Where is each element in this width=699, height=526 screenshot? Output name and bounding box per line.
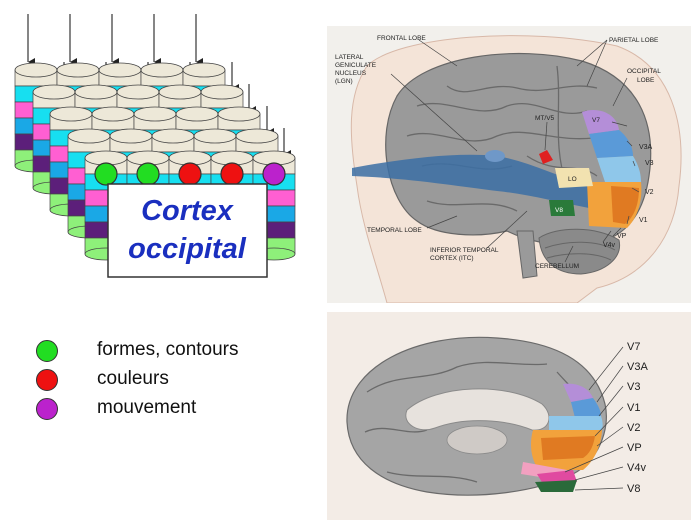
column-top — [116, 84, 160, 100]
area-lo — [555, 168, 593, 188]
label-vp-lateral: VP — [617, 233, 627, 240]
area-v7-medial — [563, 383, 593, 402]
label-lgn-line3: NUCLEUS — [335, 70, 367, 77]
area-v3-medial — [549, 416, 603, 432]
column-top — [200, 84, 244, 100]
column-top — [98, 62, 142, 78]
brain-stem — [516, 230, 538, 279]
column-top — [175, 106, 219, 122]
label-occipital-line2: LOBE — [637, 77, 655, 84]
optic-radiation — [352, 154, 589, 208]
label-itc-line2: CORTEX (ITC) — [430, 255, 474, 262]
label-box — [107, 183, 268, 278]
label-temporal-lobe: TEMPORAL LOBE — [367, 227, 422, 234]
column-top — [74, 84, 118, 100]
corpus-callosum — [405, 388, 550, 431]
column-top — [109, 128, 153, 144]
label-vp-medial: VP — [627, 442, 642, 454]
label-lgn-line2: GENICULATE — [335, 62, 377, 69]
column-top — [182, 62, 226, 78]
legend-label-motion: mouvement — [97, 397, 197, 418]
label-lo: LO — [568, 176, 577, 183]
label-cerebellum: CEREBELLUM — [535, 263, 579, 270]
area-v8-medial — [535, 480, 577, 492]
label-v7-medial: V7 — [627, 341, 640, 353]
area-v7 — [582, 110, 619, 134]
medial-brain-illustration: V7 V3A V3 V1 V2 VP V4v V8 — [327, 312, 691, 520]
label-occipital-line1: OCCIPITAL — [627, 68, 661, 75]
label-v4v-medial: V4v — [627, 462, 646, 474]
column-top — [140, 62, 184, 78]
column-top — [91, 106, 135, 122]
lgn-nucleus — [485, 150, 505, 162]
label-parietal-lobe: PARIETAL LOBE — [609, 37, 659, 44]
column-top — [217, 106, 261, 122]
red-dot-icon — [36, 369, 58, 391]
feature-dot — [220, 162, 244, 186]
lateral-brain-illustration: FRONTAL LOBE LATERAL GENICULATE NUCLEUS … — [327, 26, 691, 303]
column-top — [151, 128, 195, 144]
lateral-brain-panel: FRONTAL LOBE LATERAL GENICULATE NUCLEUS … — [327, 26, 691, 303]
column-top — [235, 128, 279, 144]
feature-dot — [94, 162, 118, 186]
label-v3a-lateral: V3A — [639, 144, 653, 151]
label-v2-lateral: V2 — [645, 189, 654, 196]
legend-label-forms: formes, contours — [97, 339, 239, 360]
area-v3a — [589, 130, 633, 158]
column-top — [32, 84, 76, 100]
column-top — [193, 128, 237, 144]
cortical-columns-diagram: Cortex occipital — [14, 14, 296, 278]
label-itc-line1: INFERIOR TEMPORAL — [430, 247, 499, 254]
label-v1-lateral: V1 — [639, 217, 648, 224]
area-v1 — [611, 186, 639, 224]
label-v3-lateral: V3 — [645, 160, 654, 167]
cerebellum-shape — [538, 228, 621, 275]
area-v1-medial — [541, 436, 595, 460]
label-frontal-lobe: FRONTAL LOBE — [377, 35, 426, 42]
column-top — [67, 128, 111, 144]
area-mt — [539, 150, 553, 164]
label-v2-medial: V2 — [627, 422, 640, 434]
legend-label-colors: couleurs — [97, 368, 169, 389]
area-v8 — [549, 200, 575, 216]
thalamus — [446, 425, 508, 455]
feature-dot — [178, 162, 202, 186]
purple-dot-icon — [36, 398, 58, 420]
label-v8-lateral: V8 — [555, 207, 563, 214]
label-v3a-medial: V3A — [627, 361, 648, 373]
medial-brain-panel: V7 V3A V3 V1 V2 VP V4v V8 — [327, 312, 691, 520]
label-lgn-line1: LATERAL — [335, 54, 364, 61]
label-mt-v5: MT/V5 — [535, 115, 555, 122]
green-dot-icon — [36, 340, 58, 362]
label-v7-lateral: V7 — [592, 117, 600, 124]
area-v3a-medial — [571, 398, 601, 418]
label-v3-medial: V3 — [627, 381, 640, 393]
cortex-title-line2: occipital — [128, 233, 247, 265]
label-v4v-lateral: V4v — [603, 242, 616, 249]
label-v8-medial: V8 — [627, 483, 640, 495]
column-top — [56, 62, 100, 78]
cortex-title-line1: Cortex — [141, 195, 235, 227]
column-top — [14, 62, 58, 78]
column-top — [49, 106, 93, 122]
column-top — [133, 106, 177, 122]
label-v1-medial: V1 — [627, 402, 640, 414]
column-top — [158, 84, 202, 100]
area-v3 — [597, 156, 641, 182]
feature-dot — [262, 162, 286, 186]
label-lgn-line4: (LGN) — [335, 78, 353, 85]
feature-dot — [136, 162, 160, 186]
